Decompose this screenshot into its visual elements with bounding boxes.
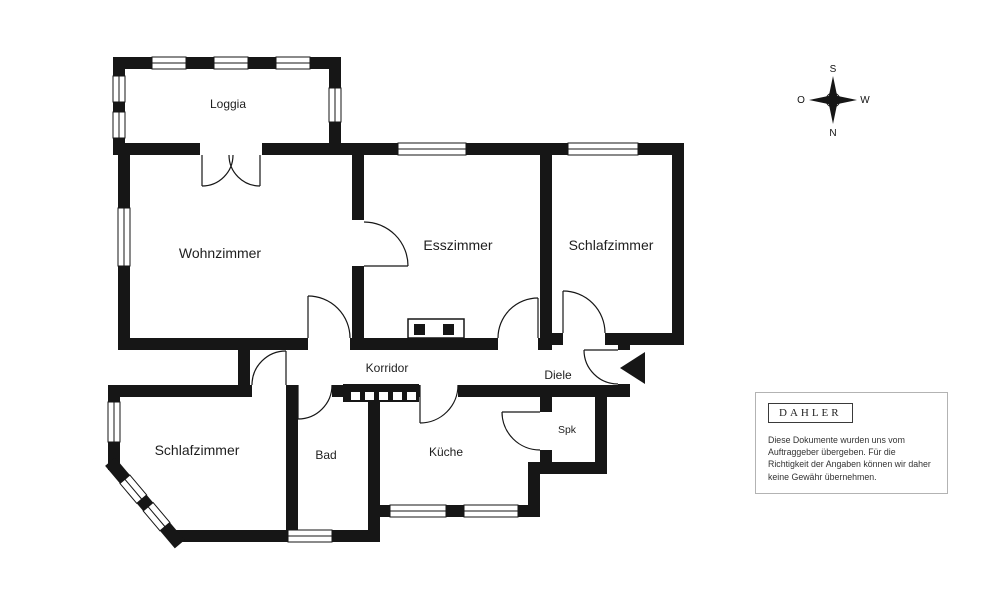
- label-schlafzimmer-unten: Schlafzimmer: [155, 442, 240, 458]
- door-loggia: [201, 154, 261, 187]
- disclaimer-text: Diese Dokumente wurden uns vom Auftragge…: [768, 434, 931, 482]
- doors: [201, 154, 619, 451]
- window: [107, 401, 121, 443]
- label-korridor: Korridor: [366, 361, 409, 375]
- diagonal-wall: [105, 457, 185, 549]
- door-wohnzimmer-esszimmer: [363, 221, 409, 267]
- compass-n: N: [829, 128, 836, 139]
- door-kueche: [419, 384, 459, 424]
- room-labels: Loggia Wohnzimmer Esszimmer Schlafzimmer…: [155, 97, 654, 462]
- door-diele-schlafzimmer: [562, 290, 606, 334]
- entrance-arrow-icon: [620, 352, 645, 384]
- window: [275, 56, 311, 70]
- label-wohnzimmer: Wohnzimmer: [179, 245, 262, 261]
- window: [463, 504, 519, 518]
- door-openings: [200, 143, 630, 450]
- shaft-symbol: [407, 318, 465, 339]
- window: [287, 529, 333, 543]
- label-esszimmer: Esszimmer: [423, 237, 493, 253]
- door-spk: [501, 411, 541, 451]
- door-schlafzimmer-unten: [251, 350, 287, 386]
- label-spk: Spk: [558, 424, 577, 436]
- window: [151, 56, 187, 70]
- compass-o: O: [797, 95, 805, 106]
- label-kueche: Küche: [429, 445, 463, 459]
- compass-w: W: [860, 95, 870, 106]
- label-loggia: Loggia: [210, 97, 246, 111]
- window: [117, 207, 131, 267]
- window: [112, 75, 126, 103]
- window: [397, 142, 467, 156]
- door-entrance: [583, 349, 619, 385]
- agent-info-box: DAHLER Diese Dokumente wurden uns vom Au…: [755, 392, 948, 494]
- compass-rose: S O W N: [797, 64, 870, 139]
- window: [213, 56, 249, 70]
- door-diele-esszimmer: [497, 297, 539, 339]
- door-bad: [297, 384, 333, 420]
- door-korridor-wohnzimmer: [307, 295, 351, 339]
- label-diele: Diele: [544, 368, 572, 382]
- dahler-logo: DAHLER: [768, 403, 853, 423]
- label-schlafzimmer-oben: Schlafzimmer: [569, 237, 654, 253]
- compass-s: S: [830, 64, 837, 75]
- label-bad: Bad: [315, 448, 336, 462]
- windows: [107, 56, 639, 543]
- hatched-wall-element: [343, 384, 419, 402]
- window: [112, 111, 126, 139]
- walls: [108, 57, 684, 542]
- window: [328, 87, 342, 123]
- window: [389, 504, 447, 518]
- window: [567, 142, 639, 156]
